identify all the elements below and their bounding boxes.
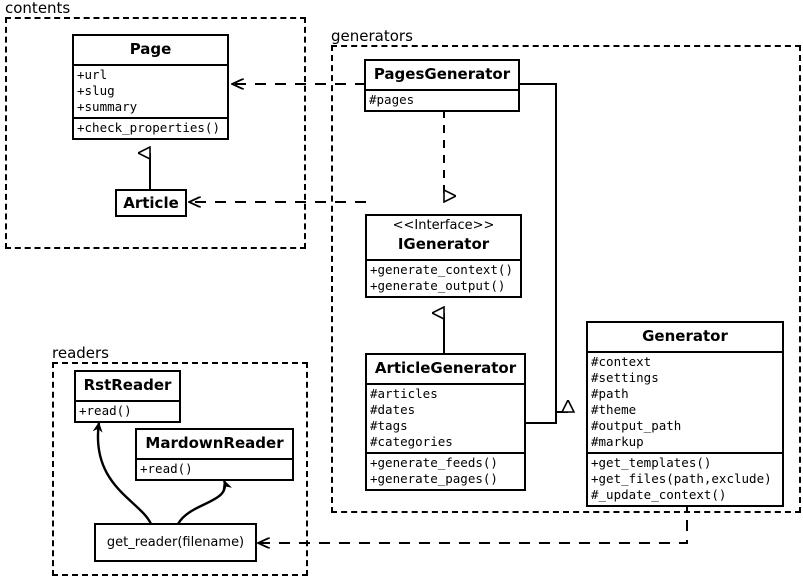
attribute: #tags	[370, 418, 408, 433]
class-page-methods: +check_properties()	[74, 117, 227, 138]
class-generator[interactable]: Generator #context #settings #path #them…	[586, 321, 784, 507]
attribute: +url	[77, 67, 108, 82]
method: +check_properties()	[77, 120, 220, 135]
class-mardown-reader-name: MardownReader	[145, 434, 284, 452]
class-pages-generator-attributes: #pages	[366, 89, 518, 110]
class-mardown-reader-methods: +read()	[137, 458, 292, 479]
method: +generate_context()	[370, 262, 513, 277]
class-article-name: Article	[123, 194, 179, 212]
method: +get_templates()	[591, 455, 712, 470]
method: +get_files(path,exclude)	[591, 471, 772, 486]
attribute: +slug	[77, 83, 115, 98]
class-generator-name: Generator	[642, 327, 728, 345]
function-get-reader-label: get_reader(filename)	[106, 535, 245, 550]
class-article[interactable]: Article	[115, 189, 187, 217]
package-readers-label: readers	[50, 345, 112, 362]
method: +generate_feeds()	[370, 455, 498, 470]
class-pages-generator[interactable]: PagesGenerator #pages	[364, 59, 520, 112]
package-contents	[5, 17, 306, 249]
class-article-generator[interactable]: ArticleGenerator #articles #dates #tags …	[365, 353, 526, 491]
class-page-name: Page	[129, 40, 172, 58]
package-generators-label: generators	[329, 28, 416, 45]
class-page[interactable]: Page +url +slug +summary +check_properti…	[72, 34, 229, 140]
class-article-generator-attributes: #articles #dates #tags #categories	[367, 383, 524, 452]
attribute: #path	[591, 386, 629, 401]
class-article-generator-header: ArticleGenerator	[367, 355, 524, 383]
attribute: +summary	[77, 99, 138, 114]
class-article-generator-methods: +generate_feeds() +generate_pages()	[367, 452, 524, 489]
class-igenerator-header: <<Interface>> IGenerator	[367, 216, 520, 259]
method: +read()	[79, 403, 132, 418]
class-igenerator-methods: +generate_context() +generate_output()	[367, 259, 520, 296]
class-rst-reader-methods: +read()	[76, 400, 179, 421]
class-article-header: Article	[117, 191, 185, 215]
class-igenerator-name: IGenerator	[397, 235, 490, 253]
attribute: #dates	[370, 402, 416, 417]
attribute: #context	[591, 354, 652, 369]
method: +generate_pages()	[370, 471, 498, 486]
class-page-header: Page	[74, 36, 227, 64]
class-igenerator[interactable]: <<Interface>> IGenerator +generate_conte…	[365, 214, 522, 298]
class-article-generator-name: ArticleGenerator	[374, 359, 517, 377]
attribute: #markup	[591, 434, 644, 449]
method: #_update_context()	[591, 487, 727, 502]
class-igenerator-stereotype: <<Interface>>	[392, 218, 495, 233]
attribute: #categories	[370, 434, 453, 449]
package-readers	[52, 362, 308, 576]
class-rst-reader[interactable]: RstReader +read()	[74, 370, 181, 423]
class-rst-reader-header: RstReader	[76, 372, 179, 400]
function-get-reader[interactable]: get_reader(filename)	[94, 523, 257, 562]
class-mardown-reader[interactable]: MardownReader +read()	[135, 428, 294, 481]
class-rst-reader-name: RstReader	[83, 376, 172, 394]
class-pages-generator-name: PagesGenerator	[373, 65, 511, 83]
package-contents-label: contents	[3, 0, 74, 17]
attribute: #settings	[591, 370, 659, 385]
class-pages-generator-header: PagesGenerator	[366, 61, 518, 89]
attribute: #articles	[370, 386, 438, 401]
class-generator-methods: +get_templates() +get_files(path,exclude…	[588, 452, 782, 505]
method: +generate_output()	[370, 278, 506, 293]
class-generator-attributes: #context #settings #path #theme #output_…	[588, 351, 782, 452]
class-mardown-reader-header: MardownReader	[137, 430, 292, 458]
class-page-attributes: +url +slug +summary	[74, 64, 227, 117]
class-generator-header: Generator	[588, 323, 782, 351]
method: +read()	[140, 461, 193, 476]
attribute: #theme	[591, 402, 637, 417]
attribute: #output_path	[591, 418, 682, 433]
attribute: #pages	[369, 92, 415, 107]
